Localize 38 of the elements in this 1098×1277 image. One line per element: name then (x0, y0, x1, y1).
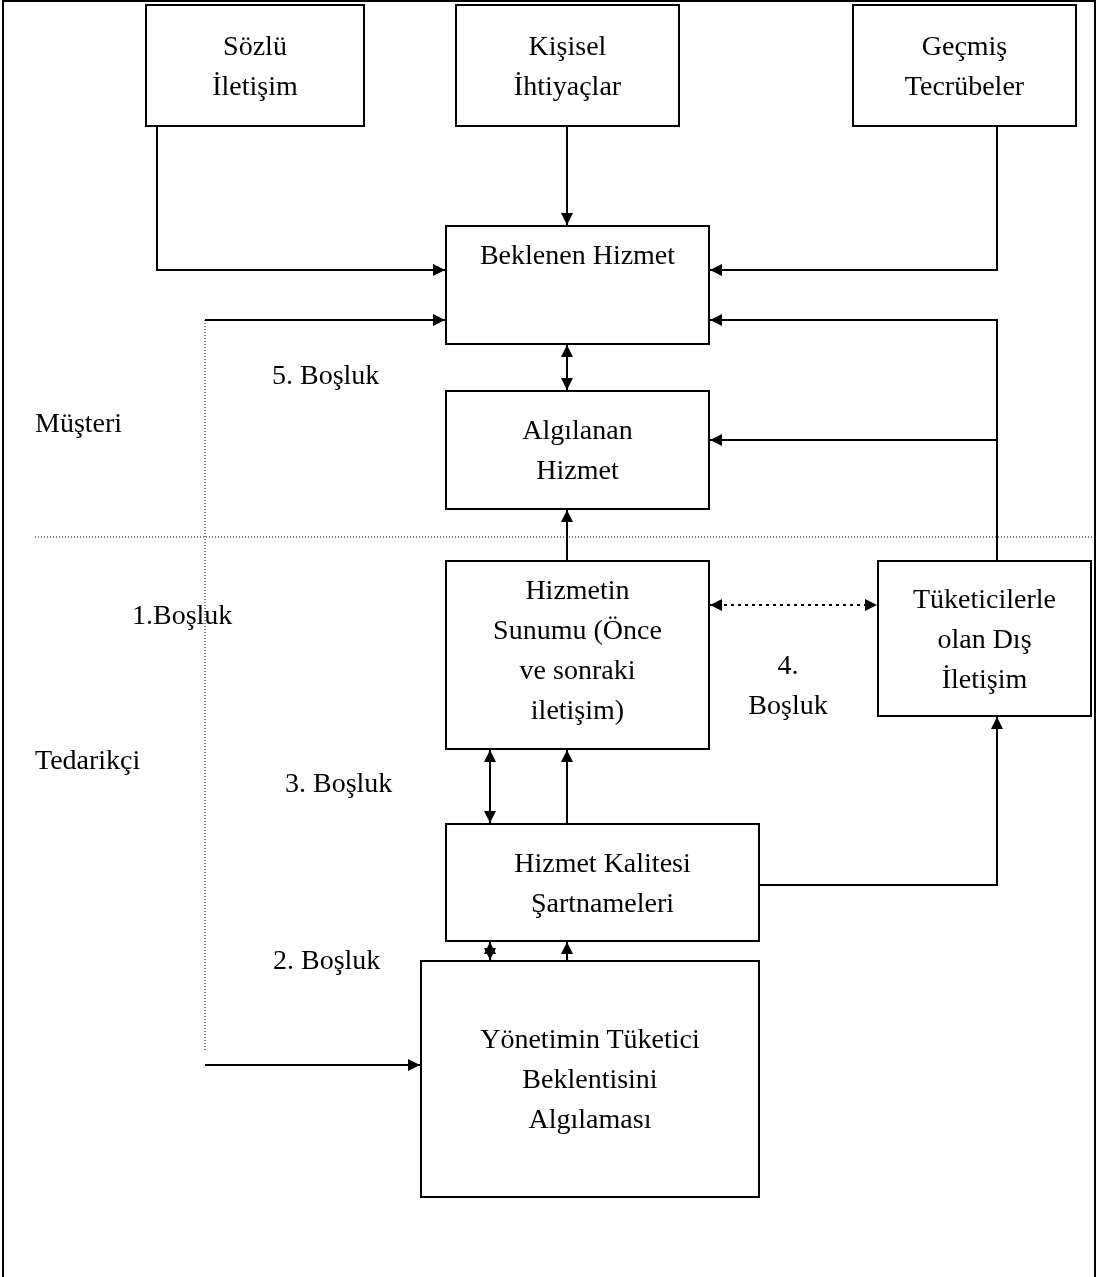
arrow (204, 314, 446, 326)
box-text: Yönetimin Tüketici Beklentisini Algılaması (479, 1022, 701, 1136)
process-box (852, 4, 1077, 127)
arrow (759, 716, 1003, 886)
gap-label: 5. Boşluk (272, 358, 380, 392)
box-text: Geçmiş Tecrübeler (903, 28, 1026, 103)
arrow (709, 126, 998, 276)
box-text: Hizmetin Sunumu (Önce ve sonraki iletişim) (492, 573, 663, 727)
arrow (484, 941, 496, 961)
gap-label: 2. Boşluk (273, 943, 381, 977)
process-box (420, 960, 760, 1198)
gap-label: 3. Boşluk (285, 766, 393, 800)
process-box (145, 4, 365, 127)
process-box (455, 4, 680, 127)
arrow (561, 344, 573, 391)
gap-label: Müşteri (35, 406, 123, 440)
process-box (445, 225, 710, 345)
arrow (561, 941, 573, 961)
arrow (484, 749, 496, 824)
gap-label: Tedarikçi (35, 743, 141, 777)
arrow (709, 599, 878, 611)
box-text: Sözlü İletişim (211, 28, 299, 103)
arrow (204, 1059, 421, 1071)
gap-label: 1.Boşluk (132, 598, 233, 632)
box-text: Kişisel İhtiyaçlar (512, 28, 623, 103)
arrow (561, 749, 573, 824)
arrow (156, 126, 446, 276)
box-text: Algılanan Hizmet (521, 413, 634, 487)
box-text: Tüketicilerle olan Dış İletişim (911, 581, 1057, 696)
process-box (445, 823, 760, 942)
box-text: Hizmet Kalitesi Şartnameleri (513, 845, 692, 920)
arrow (561, 509, 573, 561)
process-box (445, 390, 710, 510)
gap-label: 4. Boşluk (747, 648, 829, 722)
box-text: Beklenen Hizmet (479, 238, 676, 272)
process-box (445, 560, 710, 750)
arrow (561, 126, 573, 226)
process-box (877, 560, 1092, 717)
